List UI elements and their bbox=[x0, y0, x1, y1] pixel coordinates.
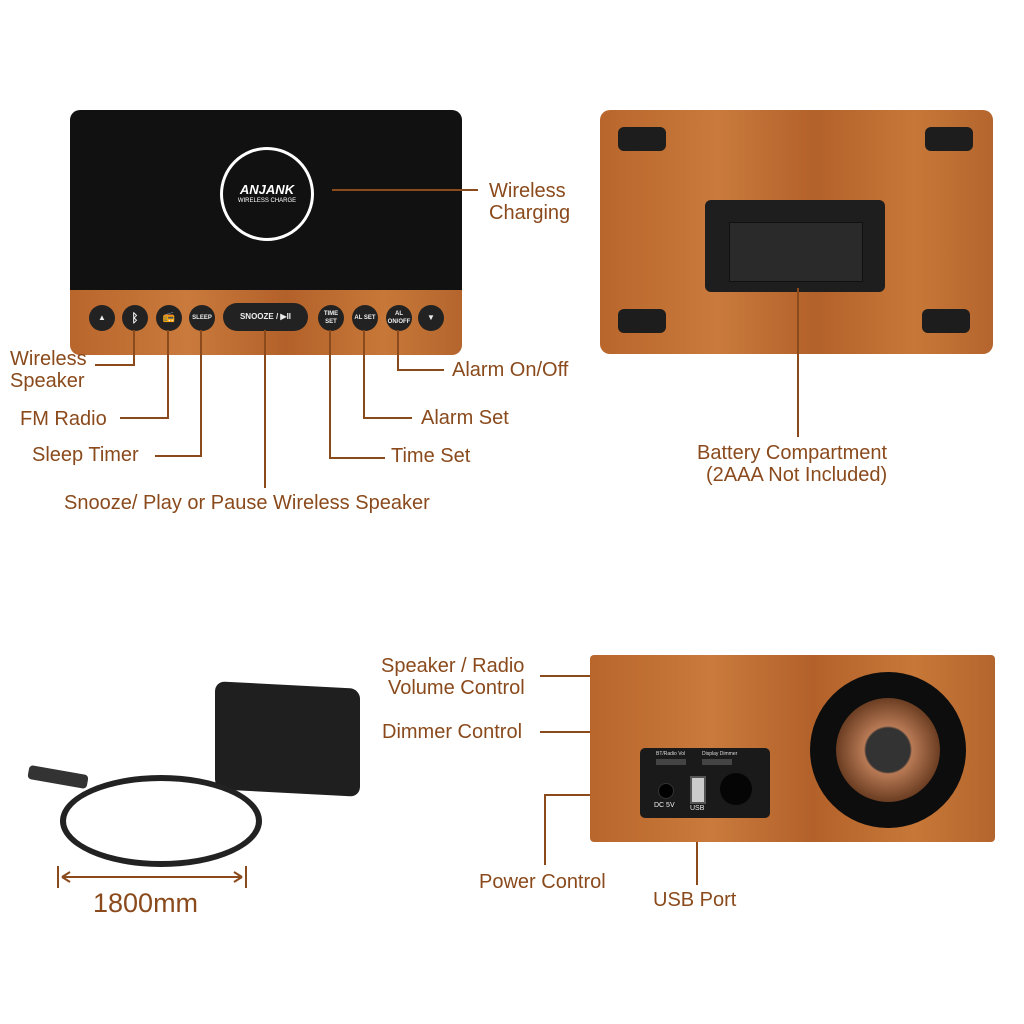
label-sleep-timer: Sleep Timer bbox=[32, 444, 139, 466]
label-time-set: Time Set bbox=[391, 445, 471, 467]
speaker bbox=[810, 672, 966, 828]
label-snooze: Snooze/ Play or Pause Wireless Speaker bbox=[64, 492, 430, 514]
label-battery-note: (2AAA Not Included) bbox=[706, 464, 888, 486]
battery-compartment bbox=[705, 200, 885, 292]
rubber-foot bbox=[618, 127, 666, 151]
label-volume-2: Volume Control bbox=[388, 677, 525, 699]
power-knob[interactable] bbox=[720, 773, 752, 805]
adapter-cable-coil bbox=[60, 775, 262, 867]
rubber-foot bbox=[618, 309, 666, 333]
label-wireless-speaker: Wireless Speaker bbox=[10, 348, 87, 392]
charging-ring bbox=[220, 147, 314, 241]
label-usb: USB Port bbox=[653, 889, 737, 911]
radio-button[interactable]: 📻 bbox=[156, 305, 182, 331]
rubber-foot bbox=[922, 309, 970, 333]
snooze-button[interactable]: SNOOZE / ▶II bbox=[223, 303, 308, 331]
time-set-button[interactable]: TIME SET bbox=[318, 305, 344, 331]
usb-port[interactable] bbox=[690, 776, 706, 804]
label-power: Power Control bbox=[479, 871, 606, 893]
alarm-set-button[interactable]: AL SET bbox=[352, 305, 378, 331]
label-battery: Battery Compartment bbox=[697, 442, 888, 464]
up-button[interactable]: ▲ bbox=[89, 305, 115, 331]
label-cable-length: 1800mm bbox=[93, 888, 199, 918]
bluetooth-button[interactable]: ᛒ bbox=[122, 305, 148, 331]
label-fm-radio: FM Radio bbox=[20, 408, 107, 430]
volume-wheel[interactable] bbox=[656, 759, 686, 765]
usb-label: USB bbox=[690, 805, 705, 812]
sleep-button[interactable]: SLEEP bbox=[189, 305, 215, 331]
control-panel: BT/Radio Vol Display Dimmer DC 5V USB bbox=[640, 748, 770, 818]
dc-label: DC 5V bbox=[654, 802, 675, 809]
label-alarm-set: Alarm Set bbox=[421, 407, 509, 429]
label-alarm-onoff: Alarm On/Off bbox=[452, 359, 569, 381]
dimmer-label: Display Dimmer bbox=[702, 751, 738, 757]
dc-jack[interactable] bbox=[658, 783, 674, 799]
logo: ANJANK bbox=[239, 182, 295, 197]
label-volume: Speaker / Radio bbox=[381, 655, 525, 677]
logo-sub: WIRELESS CHARGE bbox=[237, 198, 297, 204]
dimmer-wheel[interactable] bbox=[702, 759, 732, 765]
label-wireless-charging: Wireless Charging bbox=[489, 180, 571, 224]
down-button[interactable]: ▼ bbox=[418, 305, 444, 331]
alarm-onoff-button[interactable]: AL ON/OFF bbox=[386, 305, 412, 331]
rubber-foot bbox=[925, 127, 973, 151]
label-dimmer: Dimmer Control bbox=[382, 721, 523, 743]
label-text: Wireless Charging bbox=[489, 180, 571, 224]
volume-label: BT/Radio Vol bbox=[656, 751, 686, 757]
